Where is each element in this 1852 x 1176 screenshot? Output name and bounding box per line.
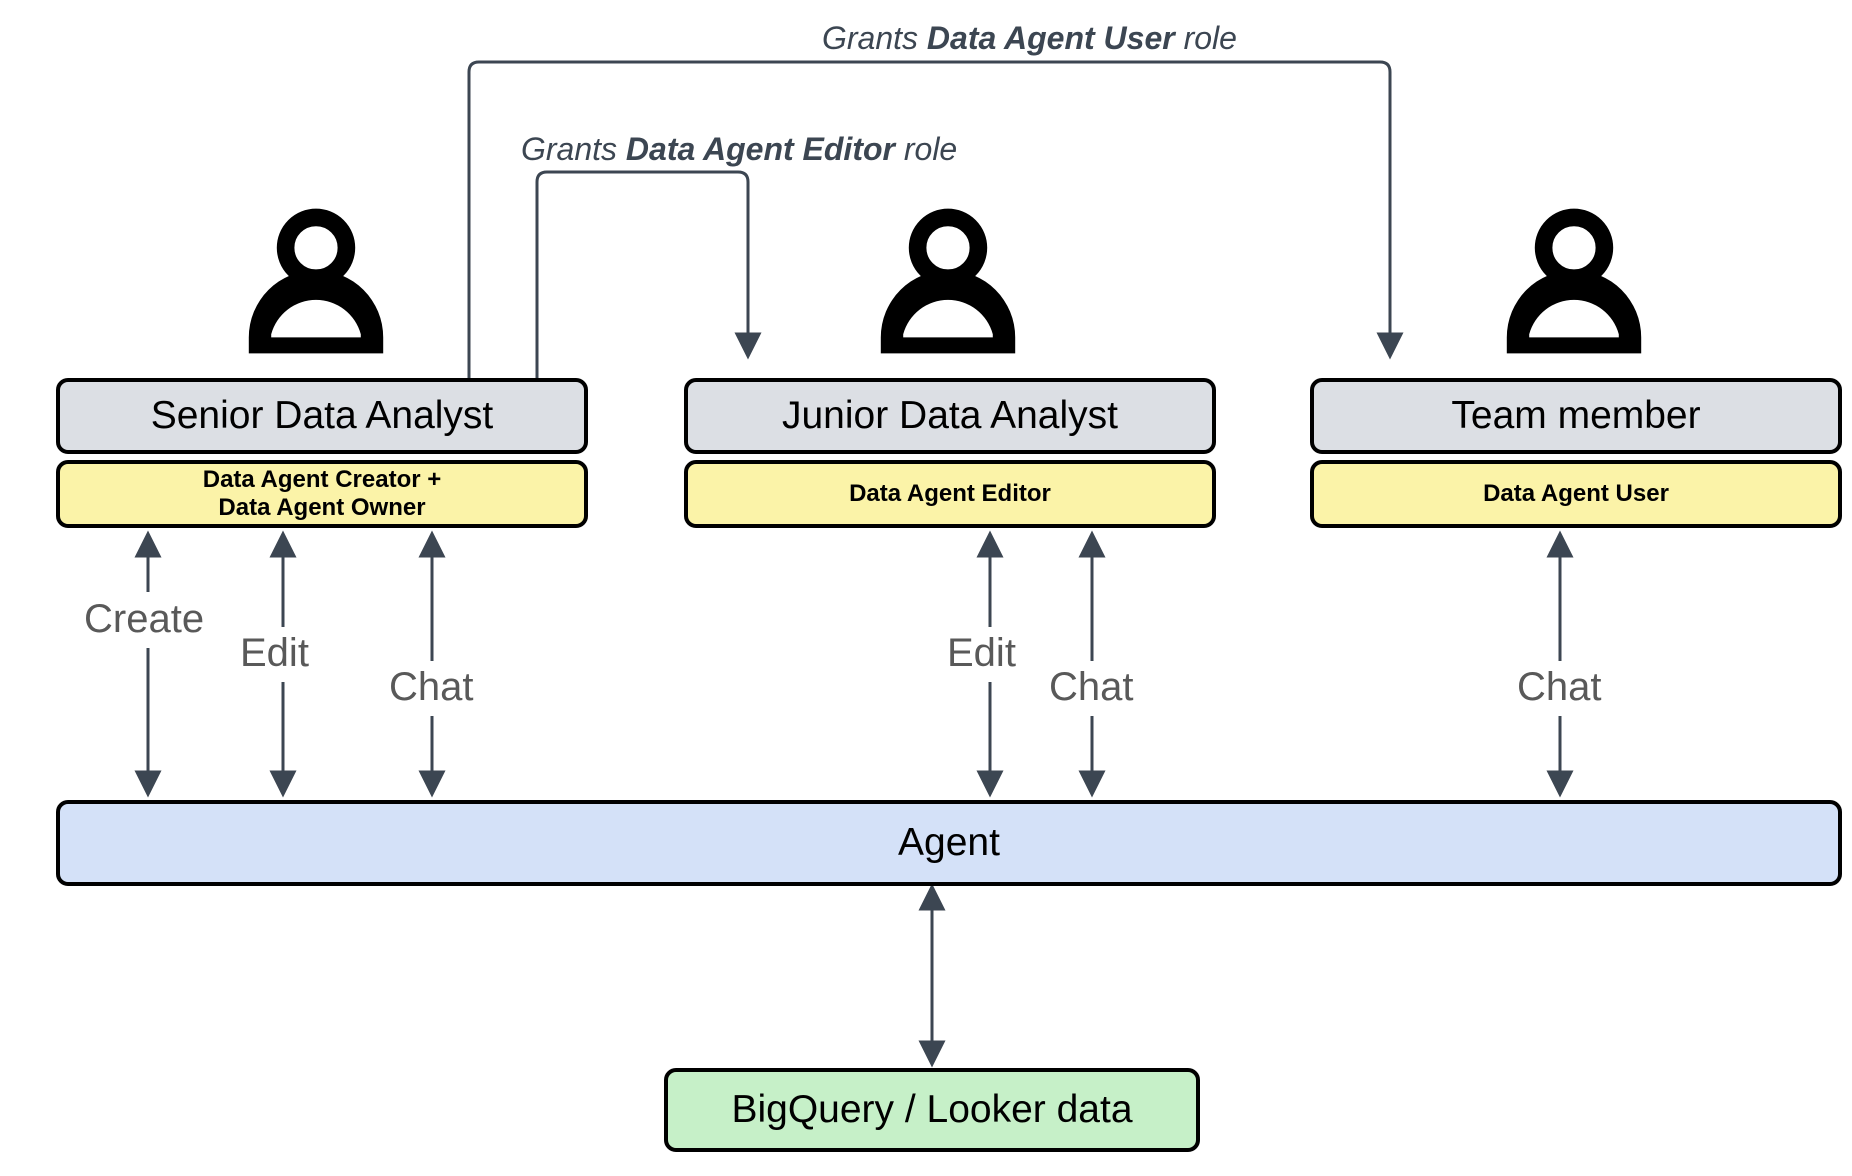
person-icon <box>868 203 1028 363</box>
persona-title: Senior Data Analyst <box>150 393 494 437</box>
person-icon <box>236 203 396 363</box>
edge-label-senior-chat: Chat <box>389 665 474 709</box>
persona-title: Team member <box>1451 393 1701 437</box>
grant-label-data-agent-user: Grants Data Agent User role <box>822 20 1237 57</box>
persona-header-team-member[interactable]: Team member <box>1310 378 1842 454</box>
agent-label: Agent <box>898 820 1000 864</box>
grant-user-role: Data Agent User <box>926 20 1175 56</box>
grant-user-prefix: Grants <box>822 20 927 56</box>
grant-editor-suffix: role <box>894 131 958 167</box>
edge-label-senior-edit: Edit <box>240 631 309 675</box>
datasource-box[interactable]: BigQuery / Looker data <box>664 1068 1200 1152</box>
grant-user-suffix: role <box>1174 20 1237 56</box>
permission-line-2: Data Agent Owner <box>218 494 426 521</box>
persona-permission-team-member[interactable]: Data Agent User <box>1310 460 1842 528</box>
edge-label-junior-chat: Chat <box>1049 665 1134 709</box>
persona-header-senior-data-analyst[interactable]: Senior Data Analyst <box>56 378 588 454</box>
edge-grant-data-agent-editor <box>535 170 762 380</box>
permission-line-1: Data Agent User <box>1483 479 1669 507</box>
persona-permission-junior-data-analyst[interactable]: Data Agent Editor <box>684 460 1216 528</box>
datasource-label: BigQuery / Looker data <box>731 1087 1133 1131</box>
permission-line-1: Data Agent Creator + <box>202 465 442 493</box>
persona-header-junior-data-analyst[interactable]: Junior Data Analyst <box>684 378 1216 454</box>
edge-label-team-chat: Chat <box>1517 665 1602 709</box>
grant-label-data-agent-editor: Grants Data Agent Editor role <box>521 131 957 168</box>
agent-box[interactable]: Agent <box>56 800 1842 886</box>
persona-permission-senior-data-analyst[interactable]: Data Agent Creator + Data Agent Owner <box>56 460 588 528</box>
permission-line-1: Data Agent Editor <box>849 479 1051 507</box>
edge-label-create: Create <box>84 597 205 641</box>
edge-label-junior-edit: Edit <box>947 631 1016 675</box>
grant-editor-role: Data Agent Editor <box>625 131 895 167</box>
persona-title: Junior Data Analyst <box>781 393 1118 437</box>
grant-editor-prefix: Grants <box>521 131 626 167</box>
person-icon <box>1494 203 1654 363</box>
